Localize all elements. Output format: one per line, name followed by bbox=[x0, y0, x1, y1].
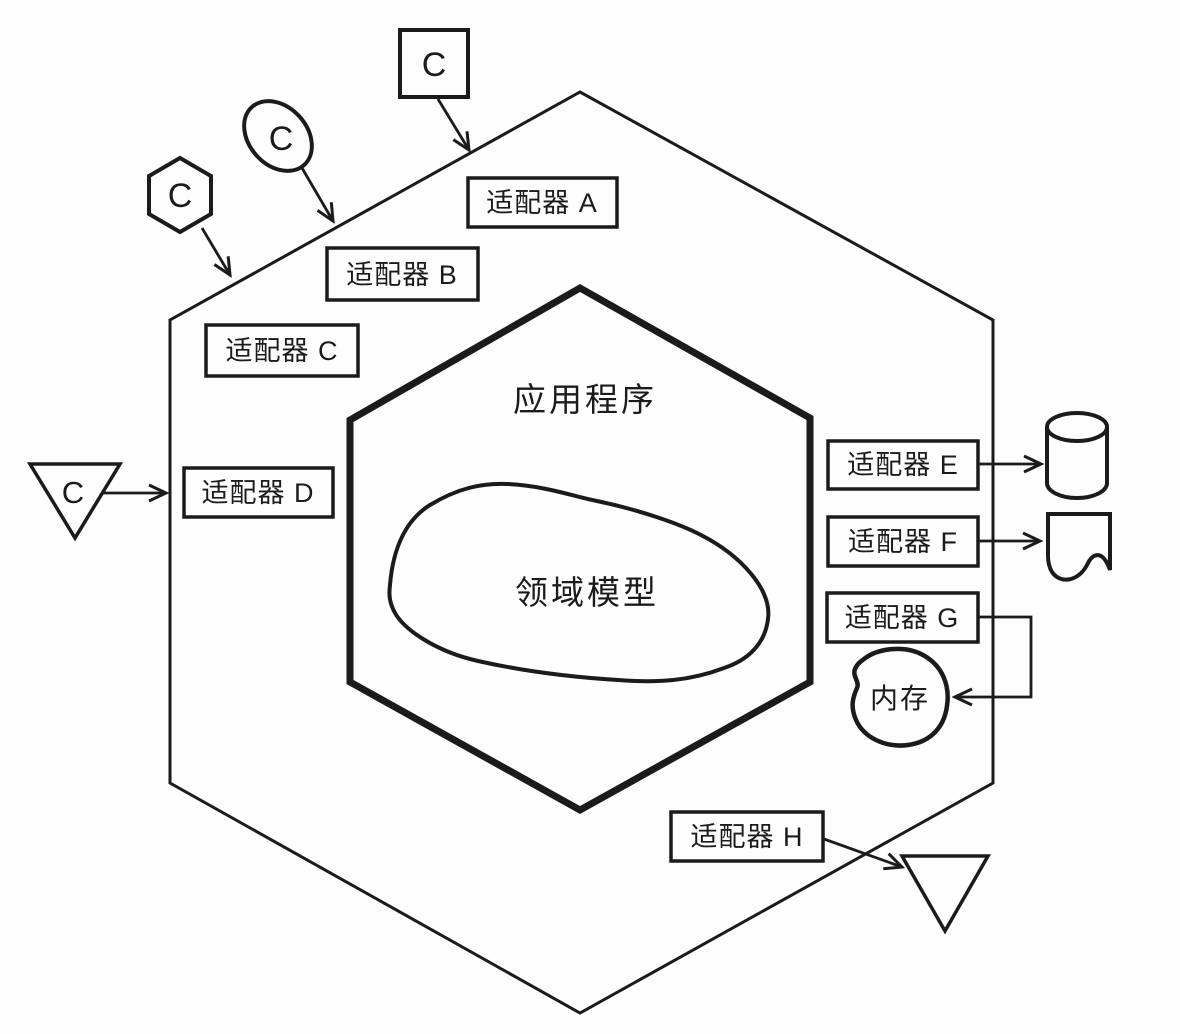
domain-model-blob bbox=[387, 481, 771, 684]
adapter-g-connector bbox=[955, 615, 1033, 697]
client-hexagon-arrow bbox=[200, 227, 230, 275]
adapter-b-label: 适配器 B bbox=[346, 260, 458, 290]
client-square-arrow bbox=[436, 98, 469, 150]
client-square-label: C bbox=[422, 46, 447, 84]
database-cylinder-top bbox=[1045, 411, 1109, 443]
client-ellipse bbox=[242, 99, 314, 173]
adapter-a-box bbox=[466, 176, 619, 229]
adapter-h-box bbox=[669, 810, 825, 863]
adapter-e-label: 适配器 E bbox=[847, 450, 959, 480]
adapter-h-arrow bbox=[823, 837, 902, 867]
client-ellipse-label: C bbox=[269, 120, 294, 158]
application-hexagon bbox=[346, 283, 814, 815]
adapter-a-label: 适配器 A bbox=[486, 188, 598, 218]
memory-label: 内存 bbox=[870, 683, 930, 714]
adapter-b-box bbox=[325, 246, 480, 302]
database-cylinder-body bbox=[1045, 427, 1109, 500]
adapter-d-box bbox=[182, 466, 335, 519]
document-shape bbox=[1046, 512, 1112, 582]
client-triangle bbox=[26, 462, 124, 542]
adapter-d-label: 适配器 D bbox=[202, 478, 315, 508]
application-label: 应用程序 bbox=[513, 381, 657, 418]
adapter-c-label: 适配器 C bbox=[226, 336, 339, 366]
adapter-f-label: 适配器 F bbox=[848, 527, 958, 557]
adapter-e-box bbox=[826, 439, 980, 491]
adapter-f-box bbox=[826, 515, 980, 568]
adapter-g-box bbox=[825, 591, 980, 644]
adapter-c-box bbox=[204, 323, 360, 378]
memory-blob bbox=[850, 646, 950, 748]
client-ellipse-arrow bbox=[300, 167, 333, 221]
domain-model-label: 领域模型 bbox=[515, 574, 659, 611]
outer-hexagon bbox=[168, 90, 995, 1015]
client-hexagon bbox=[147, 155, 213, 235]
database-cylinder bbox=[1045, 411, 1109, 500]
external-triangle bbox=[898, 854, 992, 935]
client-square bbox=[398, 28, 470, 99]
adapter-g-label: 适配器 G bbox=[845, 603, 960, 633]
client-hexagon-label: C bbox=[168, 177, 193, 215]
client-triangle-label: C bbox=[62, 475, 84, 510]
adapter-h-label: 适配器 H bbox=[691, 822, 804, 852]
